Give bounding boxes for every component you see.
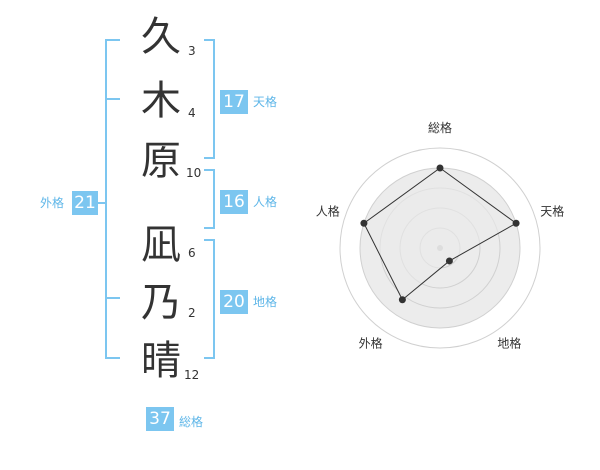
gaikaku-value: 21 [72,191,98,215]
radar-axis-label: 天格 [540,204,564,219]
given-char-2: 乃 [141,280,181,326]
radar-axis-label: 人格 [316,204,340,219]
gaikaku-bracket [105,39,120,359]
tenkaku-bracket [204,39,215,159]
soukaku-label: 総格 [179,415,204,429]
chikaku-value: 20 [220,290,248,314]
given-char-1: 凪 [141,222,181,268]
given-stroke-1: 6 [188,246,196,260]
tenkaku-value: 17 [220,90,248,114]
surname-char-1: 久 [141,14,181,60]
jinkaku-value: 16 [220,190,248,214]
radar-axis-label: 地格 [497,335,521,350]
chikaku-label: 地格 [253,295,278,309]
given-stroke-2: 2 [188,306,196,320]
given-stroke-3: 12 [184,368,200,382]
gaikaku-label: 外格 [40,196,65,210]
radar-point-2 [512,219,520,227]
chikaku-bracket [204,239,215,359]
jinkaku-label: 人格 [253,195,278,209]
surname-stroke-1: 3 [188,44,196,58]
tenkaku-label: 天格 [253,95,278,109]
jinkaku-bracket [204,169,215,229]
radar-data-polygon [363,167,518,301]
radar-axis-label: 外格 [359,335,383,350]
surname-stroke-2: 4 [188,106,196,120]
surname-char-3: 原 [141,138,181,184]
radar-point-3 [445,257,453,265]
radar-point-1 [436,164,444,172]
given-char-3: 晴 [141,338,181,384]
radar-axis-label: 総格 [428,120,452,135]
radar-point-4 [398,296,406,304]
radar-point-5 [360,219,368,227]
surname-char-2: 木 [141,78,181,124]
soukaku-value: 37 [146,407,174,431]
surname-stroke-3: 10 [186,166,202,180]
